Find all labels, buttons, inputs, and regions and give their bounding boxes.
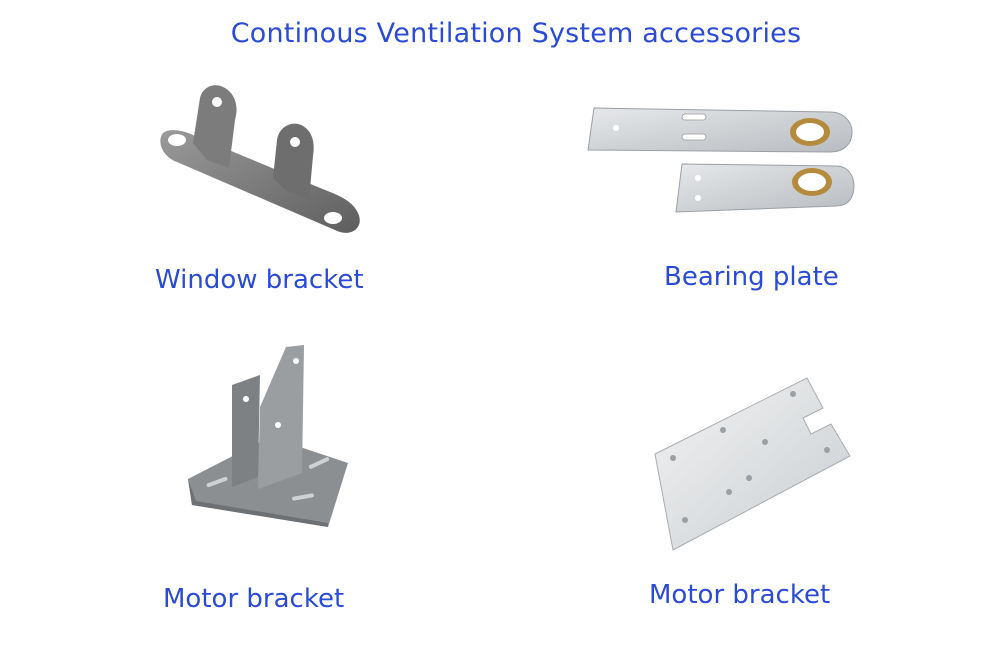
bearing-plate-caption: Bearing plate (664, 262, 839, 292)
motor-bracket-plate-image (654, 377, 851, 551)
page-title: Continous Ventilation System accessories (230, 18, 802, 49)
bearing-plate-image (586, 106, 856, 218)
window-bracket-caption: Window bracket (155, 265, 364, 295)
motor-bracket-upright-caption: Motor bracket (163, 584, 345, 614)
motor-bracket-plate-icon (654, 377, 851, 551)
motor-bracket-upright-image (188, 345, 348, 527)
motor-bracket-plate-caption: Motor bracket (649, 580, 831, 610)
bearing-plate-icon (587, 107, 855, 213)
window-bracket-image (155, 78, 365, 243)
window-bracket-icon (160, 85, 360, 233)
motor-bracket-upright-icon (188, 345, 348, 527)
